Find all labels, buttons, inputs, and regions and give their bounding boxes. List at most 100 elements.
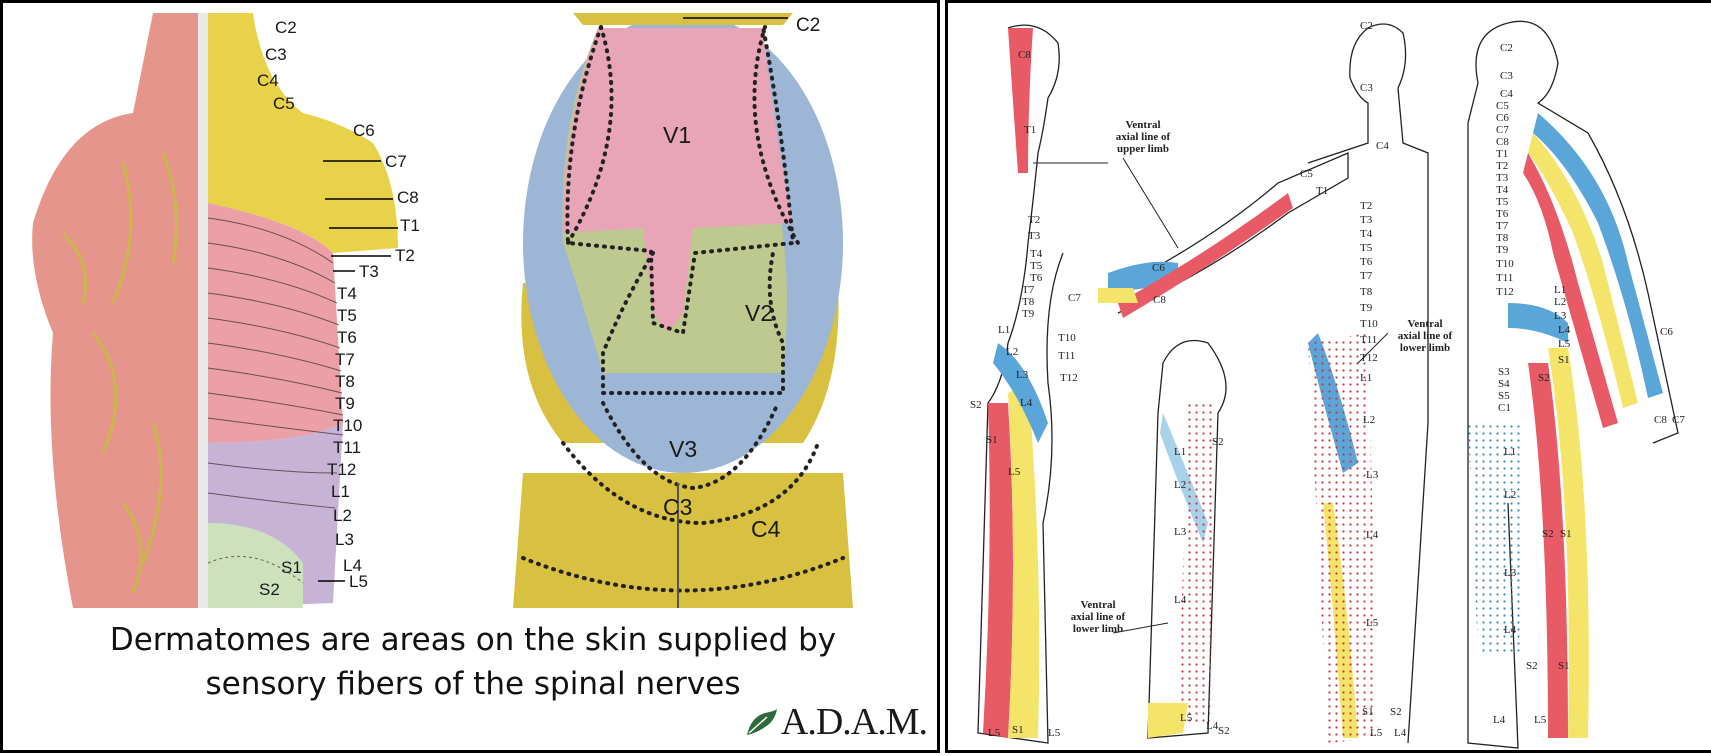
- side-label: L2: [1006, 346, 1018, 358]
- back-fig-label: T4: [1496, 184, 1509, 196]
- front-label: T8: [1360, 286, 1373, 298]
- back-label: T8: [335, 372, 355, 391]
- leg-label: L2: [1174, 479, 1186, 491]
- front-label: S2: [1390, 706, 1402, 718]
- leg-label: L3: [1174, 526, 1187, 538]
- side-label: T6: [1030, 272, 1043, 284]
- front-label: L3: [1366, 469, 1379, 481]
- front-label: L4: [1394, 727, 1407, 739]
- side-label: L4: [1020, 397, 1033, 409]
- back-fig-label: L3: [1554, 310, 1567, 322]
- back-fig-label: T7: [1496, 220, 1509, 232]
- front-label: T4: [1360, 228, 1373, 240]
- leg-label: L5: [1180, 712, 1193, 724]
- logo-text: A.D.A.M.: [781, 700, 927, 744]
- face-label: V3: [669, 436, 697, 462]
- side-label: S2: [970, 399, 982, 411]
- leg-label: S2: [1212, 436, 1224, 448]
- back-fig-label: S1: [1558, 354, 1570, 366]
- side-label: T9: [1022, 308, 1035, 320]
- back-label: C8: [397, 188, 419, 207]
- side-label: T12: [1060, 372, 1078, 384]
- side-label: C8: [1018, 49, 1031, 61]
- back-label: C6: [353, 121, 375, 140]
- annotation-lower-limb-bottom: axial line of: [1071, 611, 1126, 623]
- face-label: C3: [663, 494, 692, 520]
- back-fig-label: L4: [1558, 324, 1571, 336]
- back-label: T12: [327, 460, 356, 479]
- back-fig-label: L1: [1554, 284, 1566, 296]
- annotation-upper-limb: axial line of: [1116, 131, 1171, 143]
- back-fig-label: L3: [1504, 567, 1517, 579]
- back-fig-label: S1: [1558, 660, 1570, 672]
- front-label: S1: [1362, 706, 1374, 718]
- back-fig-label: L4: [1493, 714, 1506, 726]
- back-fig-label: T3: [1496, 172, 1509, 184]
- annotation-upper-limb: upper limb: [1117, 143, 1169, 155]
- back-label: C7: [385, 152, 407, 171]
- back-label: T4: [337, 284, 357, 303]
- back-label: T10: [333, 416, 362, 435]
- back-fig-label: C8: [1654, 414, 1667, 426]
- front-label: T10: [1360, 318, 1378, 330]
- back-fig-label: C7: [1672, 414, 1685, 426]
- back-fig-label: C8: [1496, 136, 1509, 148]
- back-label: L3: [335, 530, 354, 549]
- front-label: T6: [1360, 256, 1373, 268]
- back-fig-label: T10: [1496, 258, 1514, 270]
- front-label: L1: [1360, 372, 1372, 384]
- back-fig-label: T12: [1496, 286, 1514, 298]
- back-fig-label: T5: [1496, 196, 1509, 208]
- back-fig-label: C4: [1500, 88, 1513, 100]
- annotation-lower-limb-bottom: lower limb: [1073, 623, 1123, 635]
- back-label: C5: [273, 94, 295, 113]
- adam-logo: A.D.A.M.: [745, 700, 927, 744]
- back-fig-label: C3: [1500, 70, 1513, 82]
- back-fig-label: T11: [1496, 272, 1513, 284]
- front-label: T3: [1360, 214, 1373, 226]
- back-label: L5: [349, 572, 368, 591]
- side-label: T1: [1024, 124, 1036, 136]
- leaf-logo-icon: [745, 707, 779, 737]
- face-label: V2: [745, 300, 773, 326]
- leg-label: L1: [1174, 446, 1186, 458]
- side-label: S1: [986, 434, 998, 446]
- front-label: T12: [1360, 352, 1378, 364]
- back-label: T1: [400, 216, 420, 235]
- back-label: S1: [281, 558, 302, 577]
- arm-yellow: [1098, 288, 1138, 303]
- annotation-lower-limb: lower limb: [1400, 342, 1450, 354]
- annotation-lower-limb: axial line of: [1398, 330, 1453, 342]
- side-label: T11: [1058, 350, 1075, 362]
- annotation-lower-limb: Ventral: [1407, 318, 1442, 330]
- side-label: T5: [1030, 260, 1043, 272]
- back-fig-label: C6: [1496, 112, 1509, 124]
- back-label: T9: [335, 394, 355, 413]
- back-fig-label: C6: [1660, 326, 1673, 338]
- front-label: L5: [1366, 617, 1379, 629]
- arm-label: C8: [1153, 294, 1166, 306]
- arm-label: C7: [1068, 292, 1081, 304]
- back-label: C2: [275, 18, 297, 37]
- back-fig-label: S4: [1498, 378, 1510, 390]
- annotation-upper-limb: Ventral: [1125, 119, 1160, 131]
- back-fig-label: L1: [1504, 446, 1516, 458]
- front-label: L2: [1363, 414, 1375, 426]
- front-label: T5: [1360, 242, 1373, 254]
- back-fig-label: T9: [1496, 244, 1509, 256]
- back-fig-label: S2: [1538, 372, 1550, 384]
- back-fig-label: L4: [1504, 624, 1517, 636]
- side-label: L5: [1048, 727, 1061, 739]
- arm-red: [1118, 193, 1293, 318]
- front-label: T7: [1360, 270, 1373, 282]
- back-fig-label: C5: [1496, 100, 1509, 112]
- back-fig-label: T2: [1496, 160, 1508, 172]
- face-label: C4: [751, 516, 781, 542]
- side-label: T7: [1022, 284, 1035, 296]
- back-label: T2: [395, 246, 415, 265]
- arm-label: C5: [1300, 168, 1313, 180]
- back-label: L2: [333, 506, 352, 525]
- front-label: T2: [1360, 200, 1372, 212]
- front-label: C2: [1360, 20, 1373, 32]
- back-lower-blue: [1508, 303, 1568, 343]
